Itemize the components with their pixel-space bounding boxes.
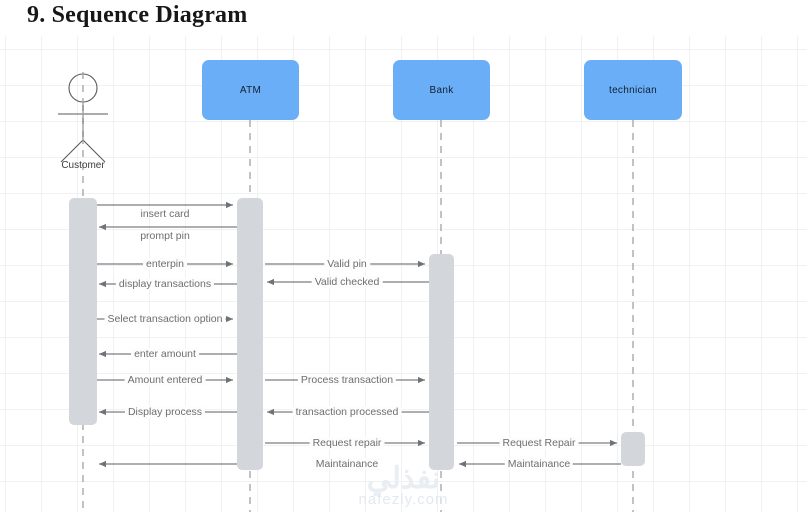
msg-label-maintainance-bank: Maintainance — [504, 458, 574, 470]
page-title: 9. Sequence Diagram — [27, 2, 248, 28]
msg-label-enter-amount: enter amount — [131, 348, 199, 360]
msg-label-maintainance-atm: Maintainance — [312, 458, 382, 470]
msg-label-prompt-pin: prompt pin — [140, 230, 190, 242]
msg-label-process-transaction: Process transaction — [297, 374, 397, 386]
msg-label-amount-entered: Amount entered — [124, 374, 206, 386]
activation-bank — [429, 254, 454, 470]
activation-customer — [69, 198, 97, 425]
lifeline-box-technician[interactable]: technician — [584, 60, 682, 120]
msg-label-enterpin: enterpin — [143, 258, 187, 270]
sequence-diagram-canvas: ATM Bank technician Customer insert card… — [0, 36, 807, 512]
msg-label-display-transactions: display transactions — [115, 278, 215, 290]
msg-label-request-repair-atm: Request repair — [309, 437, 385, 449]
activation-technician — [621, 432, 645, 466]
msg-label-valid-pin: Valid pin — [324, 258, 370, 270]
msg-label-valid-checked: Valid checked — [311, 276, 383, 288]
lifeline-box-bank-label: Bank — [429, 84, 454, 96]
message-arrows-group — [97, 201, 621, 468]
msg-label-transaction-processed: transaction processed — [292, 406, 402, 418]
activation-atm — [237, 198, 263, 470]
msg-label-insert-card: insert card — [140, 208, 190, 220]
actor-label-customer: Customer — [61, 160, 105, 171]
msg-label-select-transaction-option: Select transaction option — [104, 313, 226, 325]
lifeline-box-technician-label: technician — [608, 84, 658, 96]
msg-label-display-process: Display process — [124, 406, 206, 418]
lifeline-box-bank[interactable]: Bank — [393, 60, 490, 120]
msg-label-request-repair-bank: Request Repair — [499, 437, 579, 449]
lifeline-box-atm-label: ATM — [239, 84, 262, 96]
activation-bars-group — [69, 198, 645, 470]
lifeline-box-atm[interactable]: ATM — [202, 60, 299, 120]
